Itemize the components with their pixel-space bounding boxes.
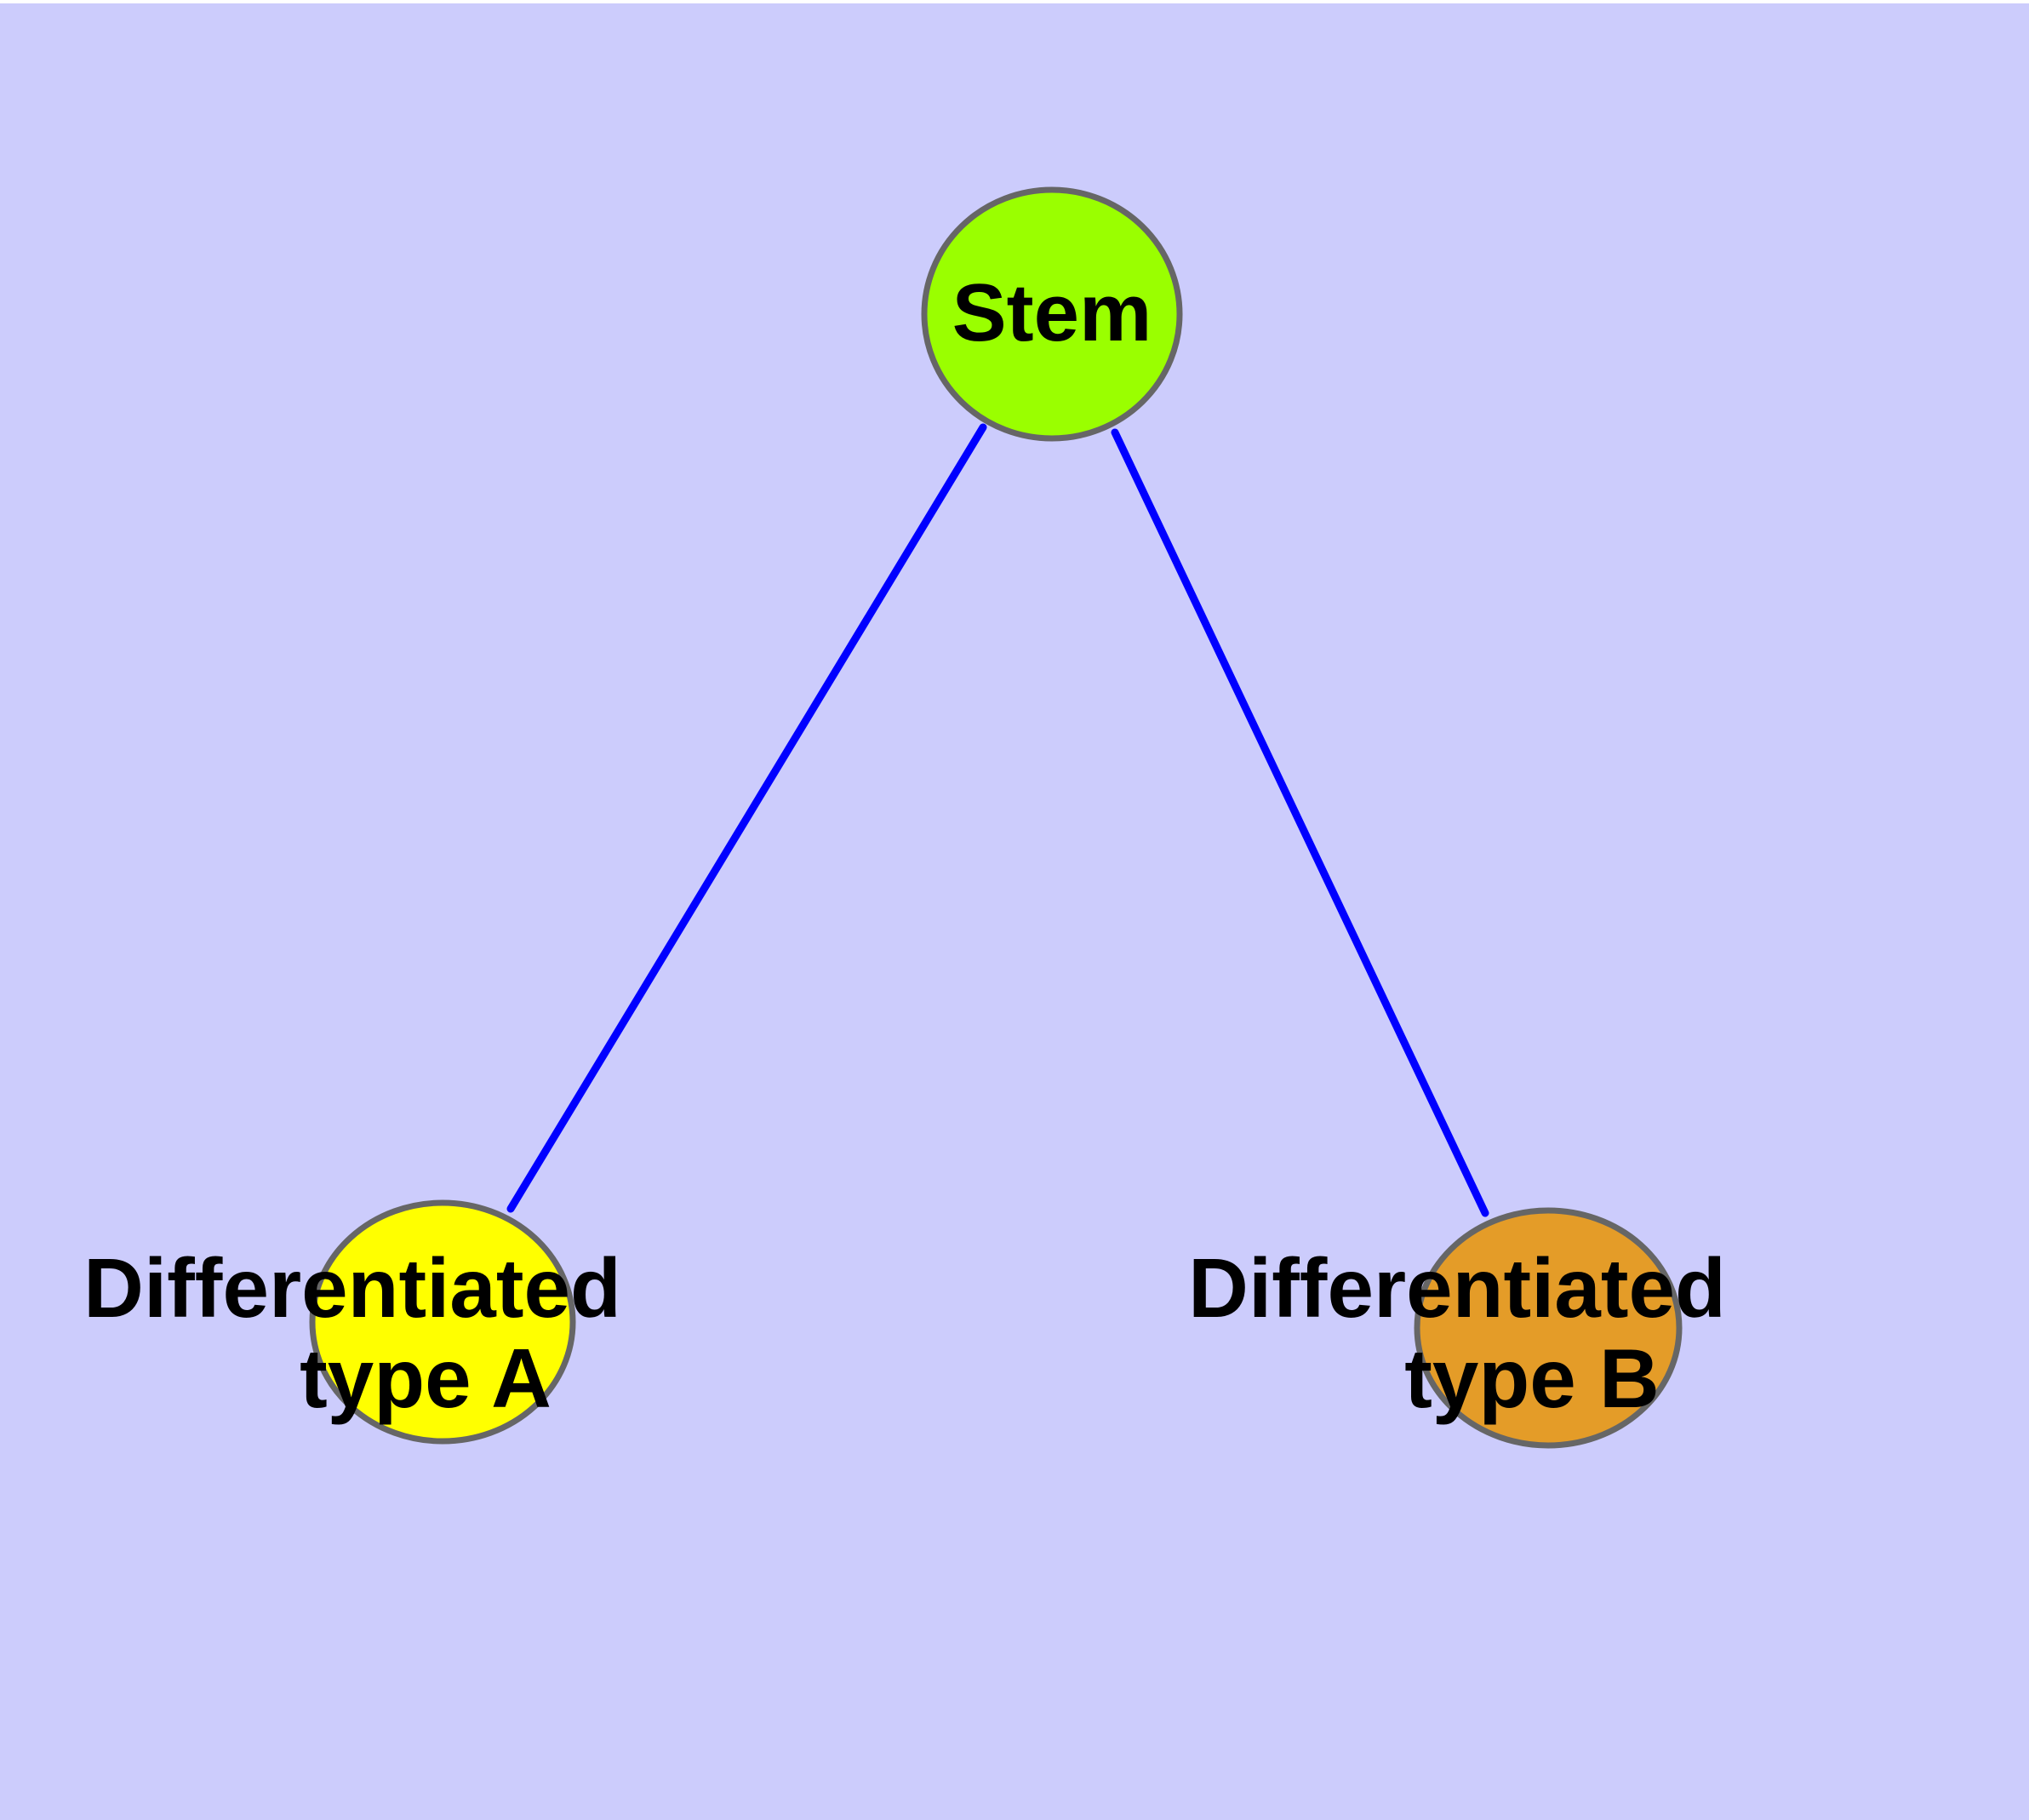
node-label-diff-a-line1: Differentiated	[83, 1241, 621, 1335]
node-shape-diff-b[interactable]	[1414, 1207, 1683, 1449]
edges-group	[506, 423, 1489, 1217]
node-label-diff-a-line2: type A	[300, 1331, 552, 1425]
node-diff-b[interactable]	[1414, 1207, 1683, 1449]
node-diff-a[interactable]	[309, 1199, 576, 1445]
edge-stem-to-diff-b[interactable]	[1111, 428, 1489, 1217]
node-label-diff-b-line1: Differentiated	[1188, 1241, 1726, 1335]
edge-stem-to-diff-a[interactable]	[506, 423, 987, 1213]
node-stem[interactable]	[921, 186, 1183, 442]
node-label-diff-b-line2: type B	[1404, 1331, 1660, 1425]
labels-group: Stem Differentiated type A Differentiate…	[83, 267, 1726, 1425]
node-shape-stem[interactable]	[921, 186, 1183, 442]
node-shape-diff-a[interactable]	[309, 1199, 576, 1445]
node-label-stem: Stem	[952, 267, 1152, 358]
